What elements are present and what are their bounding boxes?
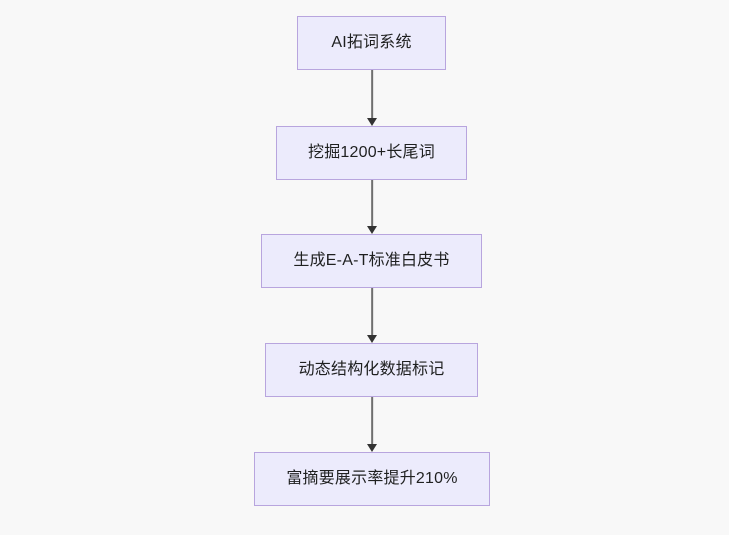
node-label: AI拓词系统 (331, 34, 412, 51)
node-label: 动态结构化数据标记 (298, 361, 445, 378)
arrow-head-icon (367, 118, 377, 126)
edge-line (371, 180, 373, 227)
arrow-head-icon (367, 226, 377, 234)
node-label: 挖掘1200+长尾词 (308, 144, 435, 161)
arrow-head-icon (367, 444, 377, 452)
flowchart-node-generate-eat-whitepaper[interactable]: 生成E-A-T标准白皮书 (261, 234, 482, 288)
flowchart-node-ai-keyword-system[interactable]: AI拓词系统 (297, 16, 446, 70)
node-label: 生成E-A-T标准白皮书 (293, 252, 450, 269)
node-label: 富摘要展示率提升210% (286, 470, 458, 487)
edge-line (371, 288, 373, 336)
edge-line (371, 70, 373, 119)
flowchart-node-mine-longtail-keywords[interactable]: 挖掘1200+长尾词 (276, 126, 467, 180)
arrow-head-icon (367, 335, 377, 343)
flowchart-node-dynamic-structured-data-markup[interactable]: 动态结构化数据标记 (265, 343, 478, 397)
flowchart-node-rich-snippet-rate-increase[interactable]: 富摘要展示率提升210% (254, 452, 490, 506)
edge-line (371, 397, 373, 445)
